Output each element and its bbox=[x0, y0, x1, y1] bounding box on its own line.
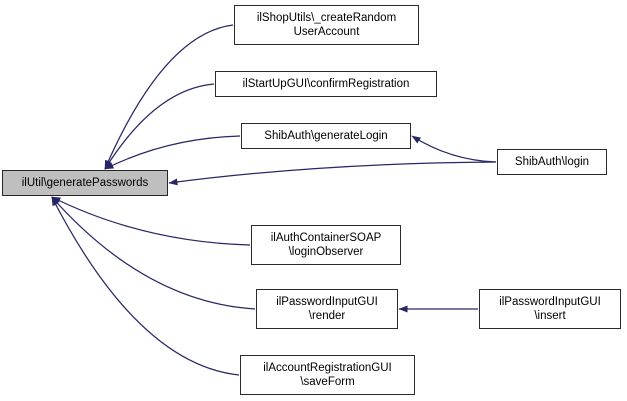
graph-node-label: ilStartUpGUI\confirmRegistration bbox=[242, 78, 410, 90]
graph-edge-shibAuthLogin-to-generatePasswords bbox=[168, 161, 497, 186]
graph-node-saveForm[interactable]: ilAccountRegistrationGUI \saveForm bbox=[240, 355, 415, 395]
graph-node-generatePasswords[interactable]: ilUtil\generatePasswords bbox=[2, 170, 168, 196]
graph-node-label: ilPasswordInputGUI \insert bbox=[499, 296, 601, 322]
graph-node-label: ShibAuth\login bbox=[514, 156, 590, 168]
graph-node-generateLogin[interactable]: ShibAuth\generateLogin bbox=[241, 123, 411, 149]
graph-node-label: ilShopUtils\_createRandom UserAccount bbox=[256, 12, 397, 38]
graph-node-loginObserver[interactable]: ilAuthContainerSOAP \loginObserver bbox=[251, 225, 401, 265]
graph-edge-generateLogin-to-generatePasswords bbox=[104, 135, 241, 170]
graph-node-shibAuthLogin[interactable]: ShibAuth\login bbox=[497, 149, 607, 175]
graph-node-label: ilAccountRegistrationGUI \saveForm bbox=[263, 362, 392, 388]
graph-node-passwordInsert[interactable]: ilPasswordInputGUI \insert bbox=[479, 289, 621, 329]
graph-edge-passwordRender-to-generatePasswords bbox=[51, 196, 256, 310]
graph-edge-loginObserver-to-generatePasswords bbox=[51, 196, 251, 246]
graph-edge-saveForm-to-generatePasswords bbox=[51, 196, 240, 376]
graph-node-label: ilPasswordInputGUI \render bbox=[276, 296, 378, 322]
graph-node-label: ilUtil\generatePasswords bbox=[21, 177, 149, 189]
graph-node-label: ilAuthContainerSOAP \loginObserver bbox=[270, 232, 382, 258]
graph-edge-shibAuthLogin-to-generateLogin bbox=[411, 135, 497, 163]
graph-node-createRandomUserAccount[interactable]: ilShopUtils\_createRandom UserAccount bbox=[234, 5, 419, 45]
graph-edge-confirmRegistration-to-generatePasswords bbox=[104, 83, 215, 170]
graph-node-label: ShibAuth\generateLogin bbox=[264, 130, 388, 142]
graph-edge-createRandomUserAccount-to-generatePasswords bbox=[104, 24, 234, 170]
graph-node-passwordRender[interactable]: ilPasswordInputGUI \render bbox=[256, 289, 398, 329]
graph-node-confirmRegistration[interactable]: ilStartUpGUI\confirmRegistration bbox=[215, 71, 437, 97]
